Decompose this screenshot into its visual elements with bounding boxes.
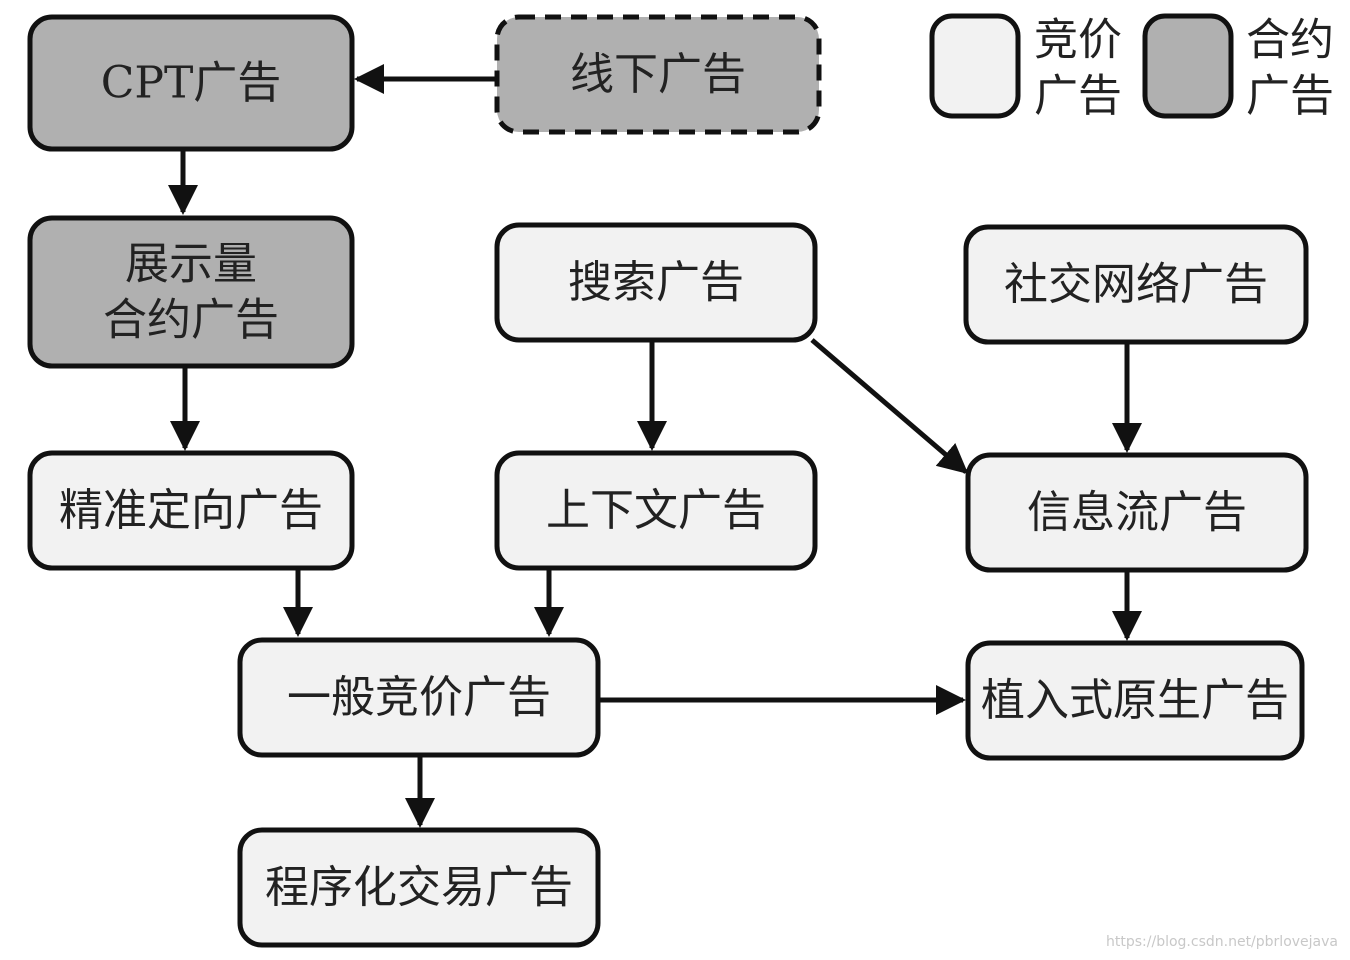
legend-swatch-bidding: [929, 13, 1021, 119]
node-box-offline: [494, 14, 822, 135]
legend-swatch-contract: [1142, 13, 1234, 119]
node-box-native: [965, 640, 1305, 761]
node-label-targeted: 精准定向广告: [59, 485, 323, 536]
node-box-cpt: [27, 14, 355, 152]
node-box-general: [237, 637, 601, 758]
node-search: 搜索广告: [494, 222, 818, 343]
node-box-social: [963, 224, 1309, 345]
node-label-context: 上下文广告: [546, 485, 766, 536]
node-cpt: CPT广告: [27, 14, 355, 152]
node-box-impression: [27, 215, 355, 369]
node-box-context: [494, 450, 818, 571]
node-native: 植入式原生广告: [965, 640, 1305, 761]
legend-item-bidding: 竞价广告: [929, 13, 1122, 122]
node-label-impression: 展示量: [125, 239, 257, 290]
node-offline: 线下广告: [494, 14, 822, 135]
legend-label-bidding: 广告: [1034, 71, 1122, 122]
node-feed: 信息流广告: [965, 452, 1309, 573]
legend-item-contract: 合约广告: [1142, 13, 1334, 122]
node-label-search: 搜索广告: [568, 257, 744, 308]
legend-label-contract: 广告: [1246, 71, 1334, 122]
node-label-general: 一般竞价广告: [287, 672, 551, 723]
node-context: 上下文广告: [494, 450, 818, 571]
edges-layer: [168, 64, 1142, 828]
node-label-cpt: CPT广告: [101, 58, 282, 109]
edge-search-to-feed: [810, 338, 969, 474]
node-box-search: [494, 222, 818, 343]
node-box-targeted: [27, 450, 355, 571]
legend-label-contract: 合约: [1246, 15, 1334, 66]
node-social: 社交网络广告: [963, 224, 1309, 345]
node-label-feed: 信息流广告: [1027, 487, 1247, 538]
node-general: 一般竞价广告: [237, 637, 601, 758]
node-box-feed: [965, 452, 1309, 573]
node-programmatic: 程序化交易广告: [237, 827, 601, 948]
node-label-impression: 合约广告: [103, 295, 279, 346]
node-targeted: 精准定向广告: [27, 450, 355, 571]
node-label-offline: 线下广告: [570, 49, 746, 100]
node-label-programmatic: 程序化交易广告: [265, 862, 573, 913]
watermark: https://blog.csdn.net/pbrlovejava: [1106, 934, 1338, 950]
legend-label-bidding: 竞价: [1034, 15, 1122, 66]
node-label-native: 植入式原生广告: [981, 675, 1289, 726]
node-box-programmatic: [237, 827, 601, 948]
node-label-social: 社交网络广告: [1004, 259, 1268, 310]
